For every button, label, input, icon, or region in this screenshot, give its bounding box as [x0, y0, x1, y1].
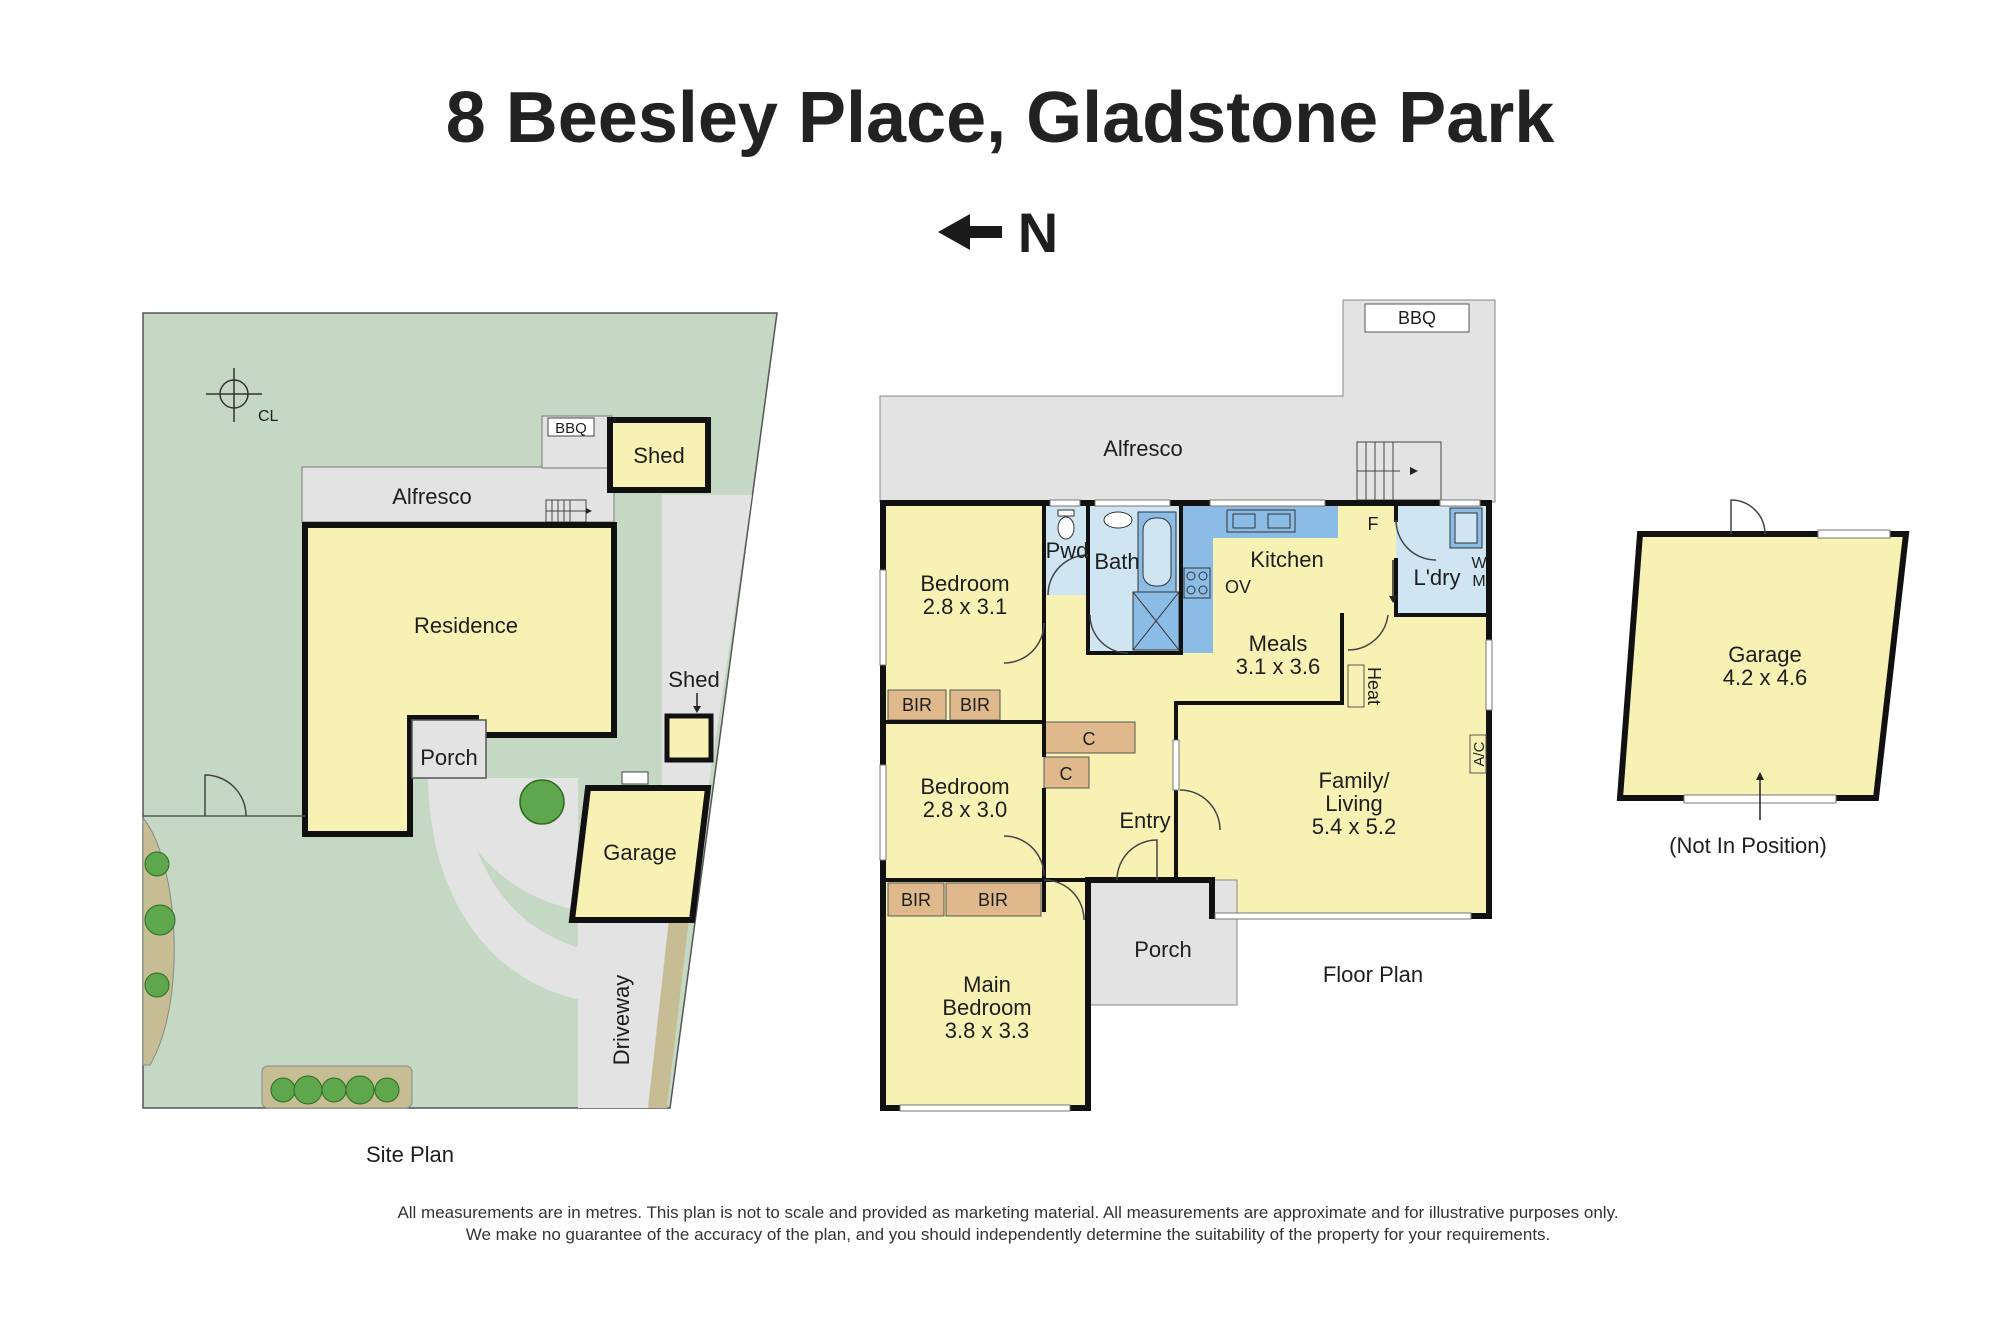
fp-trough-icon — [1449, 507, 1483, 549]
fp-pwd-label: Pwd — [1046, 538, 1089, 563]
fp-bathtub-icon — [1137, 511, 1177, 593]
fp-cooktop-icon — [1183, 567, 1211, 599]
fp-bir-3: BIR — [901, 890, 931, 910]
site-garden-bed-west — [142, 816, 175, 1066]
site-shed-main-label: Shed — [633, 443, 684, 468]
fp-bbq-label: BBQ — [1398, 308, 1436, 328]
fp-toilet-icon — [1057, 509, 1075, 540]
fp-bedroom3-name: Bedroom — [920, 774, 1009, 799]
site-shed-pointer-icon — [693, 706, 701, 713]
fp-sink-icon — [1226, 509, 1296, 533]
garage-window — [1817, 529, 1891, 539]
garage-name: Garage — [1728, 642, 1801, 667]
fp-laundry-pointer-icon — [1389, 596, 1397, 603]
garage-dims: 4.2 x 4.6 — [1723, 665, 1807, 690]
fp-entry-label: Entry — [1119, 808, 1170, 833]
fp-family-name2: Living — [1325, 791, 1382, 816]
fp-main-bedroom-name2: Bedroom — [942, 995, 1031, 1020]
fp-heat-label: Heat — [1364, 667, 1384, 705]
page-title: 8 Beesley Place, Gladstone Park — [446, 78, 1556, 158]
site-garage-door-icon — [621, 771, 649, 785]
garage-note: (Not In Position) — [1669, 833, 1827, 858]
site-garage-label: Garage — [603, 840, 676, 865]
site-residence — [302, 522, 617, 837]
fp-windows — [879, 499, 1493, 1112]
north-label: N — [1018, 201, 1058, 264]
fp-heater-icon — [1347, 664, 1365, 708]
site-shrubs-south — [270, 1075, 400, 1105]
fp-bir-2: BIR — [960, 695, 990, 715]
site-plan: BBQ Alfresco CL Shed Residence Porch — [142, 312, 778, 1167]
site-tree-icon — [519, 779, 565, 825]
fp-alfresco-label: Alfresco — [1103, 436, 1182, 461]
fp-shower-icon — [1132, 591, 1180, 651]
fp-ac-icon — [1469, 734, 1487, 774]
garage-entry-pointer-icon — [1756, 772, 1764, 780]
fp-bbq-box — [1364, 303, 1470, 333]
site-bbq-label: BBQ — [555, 420, 587, 437]
site-gate-icon — [204, 774, 247, 817]
site-alfresco-label: Alfresco — [392, 484, 471, 509]
site-shrubs-west — [144, 851, 176, 998]
fp-family-name1: Family/ — [1319, 768, 1391, 793]
fp-cupboard-1: C — [1083, 729, 1096, 749]
site-porch-label: Porch — [420, 745, 477, 770]
fp-steps-arrow-icon — [1410, 467, 1418, 475]
site-residence-label: Residence — [414, 613, 518, 638]
disclaimer-line-1: All measurements are in metres. This pla… — [397, 1203, 1618, 1222]
site-shed-small — [664, 713, 714, 763]
driveway-garden-edge — [648, 910, 690, 1108]
fp-main-bedroom-name1: Main — [963, 972, 1011, 997]
site-bbq-box — [547, 417, 595, 437]
site-plan-caption: Site Plan — [366, 1142, 454, 1167]
floor-plan: BBQ Alfresco Porch — [879, 299, 1496, 1112]
fp-bedroom2-dims: 2.8 x 3.1 — [923, 594, 1007, 619]
fp-kitchen-bench — [1181, 505, 1338, 653]
fp-bedroom2-name: Bedroom — [920, 571, 1009, 596]
fp-house — [883, 503, 1489, 1108]
fp-cupboard-2: C — [1060, 764, 1073, 784]
garage-plan: Garage 4.2 x 4.6 (Not In Position) — [1616, 499, 1910, 858]
fp-kitchen-label: Kitchen — [1250, 547, 1323, 572]
fp-porch-label: Porch — [1134, 937, 1191, 962]
site-garage — [568, 785, 712, 923]
fp-meals-dims: 3.1 x 3.6 — [1236, 654, 1320, 679]
fp-bir-1: BIR — [902, 695, 932, 715]
site-shed-main — [607, 417, 711, 493]
fp-bath-label: Bath — [1094, 549, 1139, 574]
site-porch — [411, 719, 487, 779]
site-steps-arrow-icon — [586, 508, 592, 514]
fp-meals-name: Meals — [1249, 631, 1308, 656]
fp-oven-label: OV — [1225, 577, 1251, 597]
site-alfresco — [301, 466, 615, 523]
north-arrow-icon — [938, 214, 1002, 250]
fp-basin-icon — [1103, 511, 1133, 529]
disclaimer-line-2: We make no guarantee of the accuracy of … — [466, 1225, 1551, 1244]
site-shed-small-label: Shed — [668, 667, 719, 692]
fp-bir-4: BIR — [978, 890, 1008, 910]
fp-family-dims: 5.4 x 5.2 — [1312, 814, 1396, 839]
fp-floor-plan-caption: Floor Plan — [1323, 962, 1423, 987]
site-driveway-label: Driveway — [609, 975, 634, 1065]
fp-wm-m: M — [1472, 573, 1485, 590]
fp-laundry-label: L'dry — [1414, 565, 1461, 590]
garage-floor — [1616, 531, 1910, 801]
garage-side-door-icon — [1730, 499, 1766, 535]
fp-fridge-label: F — [1368, 514, 1379, 534]
fp-bedroom3-dims: 2.8 x 3.0 — [923, 797, 1007, 822]
clothesline-icon — [206, 368, 262, 422]
fp-ac-label: A/C — [1471, 741, 1488, 766]
north-indicator: N — [938, 201, 1058, 264]
fp-main-bedroom-dims: 3.8 x 3.3 — [945, 1018, 1029, 1043]
fp-wm-w: W — [1471, 555, 1487, 572]
fp-doors — [1003, 519, 1437, 921]
clothesline-label: CL — [258, 408, 279, 425]
